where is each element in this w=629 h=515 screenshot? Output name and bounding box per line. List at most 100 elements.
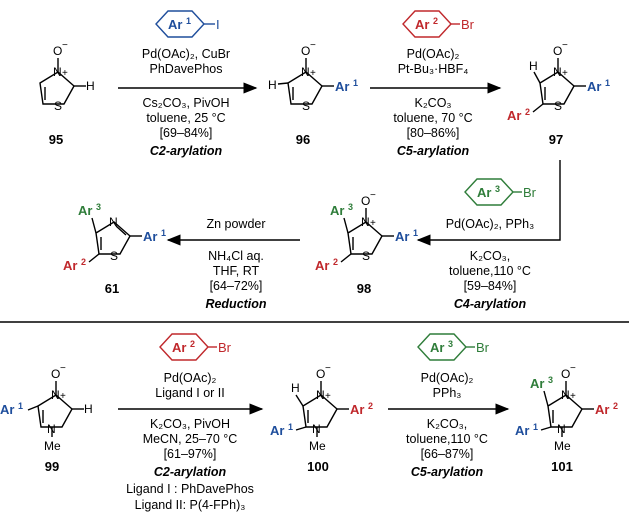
step3-line1: Pd(OAc)₂, PPh₃	[446, 217, 534, 231]
ligand-1-note: Ligand I : PhDavePhos	[126, 482, 254, 496]
step5-line2: Ligand I or II	[155, 386, 225, 400]
ar2-label: Ar	[415, 17, 429, 32]
atom-n: N	[109, 215, 118, 229]
step6-line2: PPh₃	[433, 386, 462, 400]
ar2-label: Ar	[63, 258, 77, 273]
atom-h: H	[84, 402, 93, 416]
charge-minus: −	[570, 363, 576, 374]
step4-below1: NH₄Cl aq.	[208, 249, 264, 263]
step3-below1: K₂CO₃,	[470, 249, 511, 263]
compound-label-99: 99	[45, 459, 59, 474]
atom-o: O	[361, 194, 370, 208]
step1-below2: toluene, 25 °C	[146, 111, 225, 125]
methyl-label: Me	[309, 439, 326, 453]
charge-minus: −	[310, 40, 316, 51]
ar2-label: Ar	[595, 402, 609, 417]
step5-below1: K₂CO₃, PivOH	[150, 417, 230, 431]
compound-label-101: 101	[551, 459, 573, 474]
charge-minus: −	[60, 363, 66, 374]
charge-plus: +	[562, 68, 568, 79]
ar2-sup: 2	[190, 339, 195, 349]
ar1-label: Ar	[515, 423, 529, 438]
step6-below2: toluene,110 °C	[406, 432, 488, 446]
ar3-sup: 3	[548, 375, 553, 385]
compound-61-structure: N S Ar 3 Ar 2 Ar 1	[63, 202, 166, 273]
step5-line1: Pd(OAc)₂	[164, 371, 217, 385]
step2-line2: Pt-Bu₃·HBF₄	[398, 62, 469, 76]
arrow-step3	[416, 160, 561, 246]
atom-h: H	[268, 78, 277, 92]
step4-line1: Zn powder	[206, 217, 265, 231]
ar2-label: Ar	[172, 340, 186, 355]
iodo-label: I	[216, 17, 220, 32]
atom-n-methyl: N	[47, 422, 56, 436]
ar3-sup: 3	[495, 184, 500, 194]
ar3-label: Ar	[430, 340, 444, 355]
ar2-label: Ar	[315, 258, 329, 273]
atom-h: H	[529, 59, 538, 73]
step1-below1: Cs₂CO₃, PivOH	[142, 96, 229, 110]
compound-96-structure: N S O − + H Ar 1	[268, 40, 358, 113]
bromo-label: Br	[523, 185, 537, 200]
charge-plus: +	[325, 391, 331, 402]
reagent-ar2-bromide-row2: Ar 2 Br	[159, 333, 232, 361]
ar1-sup: 1	[533, 422, 538, 432]
step3-below3: [59–84%]	[464, 279, 517, 293]
step1-name: C2-arylation	[150, 144, 223, 158]
atom-n: N	[301, 65, 310, 79]
compound-100-structure: N N O − + H Me Ar 1 Ar 2	[270, 363, 373, 453]
step4-name: Reduction	[205, 297, 266, 311]
step2-line1: Pd(OAc)₂	[407, 47, 460, 61]
ar2-sup: 2	[525, 107, 530, 117]
step6-below3: [66–87%]	[421, 447, 474, 461]
compound-label-98: 98	[357, 281, 371, 296]
charge-minus: −	[62, 40, 68, 51]
atom-o: O	[53, 44, 62, 58]
compound-label-95: 95	[49, 132, 63, 147]
atom-n: N	[553, 65, 562, 79]
atom-h: H	[86, 79, 95, 93]
atom-n: N	[361, 215, 370, 229]
ar3-label: Ar	[78, 203, 92, 218]
charge-plus: +	[370, 218, 376, 229]
charge-minus: −	[562, 40, 568, 51]
atom-o: O	[561, 367, 570, 381]
ar1-label: Ar	[395, 229, 409, 244]
reagent-ar3-bromide-row2: Ar 3 Br	[417, 333, 490, 361]
compound-label-100: 100	[307, 459, 329, 474]
reagent-ar2-bromide: Ar 2 Br	[402, 10, 475, 38]
ar1-label: Ar	[143, 229, 157, 244]
step1-below3: [69–84%]	[160, 126, 213, 140]
atom-n: N	[53, 65, 62, 79]
ar1-sup: 1	[18, 401, 23, 411]
bromo-label: Br	[461, 17, 475, 32]
step3-name: C4-arylation	[454, 297, 527, 311]
atom-s: S	[302, 99, 310, 113]
ar3-sup: 3	[96, 202, 101, 212]
step3-below2: toluene,110 °C	[449, 264, 531, 278]
ar2-label: Ar	[507, 108, 521, 123]
charge-plus: +	[310, 68, 316, 79]
ar1-sup: 1	[288, 422, 293, 432]
atom-n: N	[51, 388, 60, 402]
ar1-label: Ar	[168, 17, 182, 32]
compound-label-97: 97	[549, 132, 563, 147]
atom-h: H	[291, 381, 300, 395]
atom-s: S	[554, 99, 562, 113]
step6-line1: Pd(OAc)₂	[421, 371, 474, 385]
ar2-sup: 2	[333, 257, 338, 267]
ar3-label: Ar	[530, 376, 544, 391]
ar1-label: Ar	[0, 402, 14, 417]
atom-o: O	[553, 44, 562, 58]
atom-s: S	[110, 249, 118, 263]
step6-below1: K₂CO₃,	[427, 417, 468, 431]
compound-95-structure: N S O − + H	[39, 40, 95, 113]
step2-name: C5-arylation	[397, 144, 470, 158]
step1-line2: PhDavePhos	[150, 62, 223, 76]
step4-below3: [64–72%]	[210, 279, 263, 293]
step5-below3: [61–97%]	[164, 447, 217, 461]
atom-s: S	[362, 249, 370, 263]
step5-below2: MeCN, 25–70 °C	[143, 432, 238, 446]
ar3-sup: 3	[448, 339, 453, 349]
